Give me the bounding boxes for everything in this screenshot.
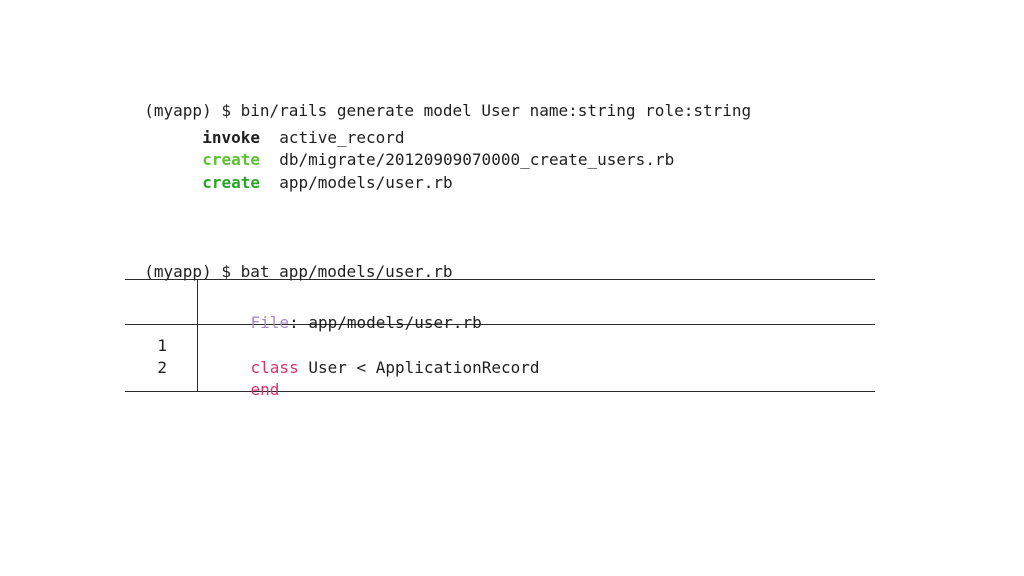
generator-path: db/migrate/20120909070000_create_users.r… (279, 150, 675, 169)
generator-output-row: create app/models/user.rb (183, 150, 453, 194)
code-keyword: class (250, 358, 299, 377)
shell-prompt: (myapp) $ (144, 101, 241, 120)
shell-prompt: (myapp) $ (144, 262, 241, 281)
bat-file-header: File: app/models/user.rb (212, 290, 482, 356)
command-text: bat app/models/user.rb (240, 262, 453, 281)
command-line-1: (myapp) $ bin/rails generate model User … (125, 78, 751, 122)
generator-action: invoke (202, 128, 261, 147)
code-line: end (212, 357, 280, 423)
bat-header-rule (125, 324, 875, 325)
generator-action: create (202, 150, 261, 169)
line-number: 2 (157, 358, 167, 377)
command-line-2: (myapp) $ bat app/models/user.rb (125, 239, 453, 283)
generator-action: create (202, 173, 261, 192)
bat-output: File: app/models/user.rb 1 class User < … (125, 279, 875, 399)
bat-top-rule (125, 279, 875, 280)
file-header-label: File (250, 313, 290, 332)
generator-path: active_record (279, 128, 405, 147)
code-line: class User < ApplicationRecord (212, 335, 540, 401)
generator-path: app/models/user.rb (279, 173, 453, 192)
file-header-path: app/models/user.rb (308, 313, 482, 332)
line-number: 1 (157, 336, 167, 355)
code-keyword: end (250, 380, 280, 399)
bat-bottom-rule (125, 391, 875, 392)
generator-output-row: create db/migrate/20120909070000_create_u… (183, 127, 674, 171)
code-text: User < ApplicationRecord (298, 358, 540, 377)
generator-output-row: invoke active_record (183, 105, 405, 149)
command-text: bin/rails generate model User name:strin… (240, 101, 752, 120)
bat-gutter-divider (197, 279, 198, 391)
file-header-separator: : (289, 313, 309, 332)
